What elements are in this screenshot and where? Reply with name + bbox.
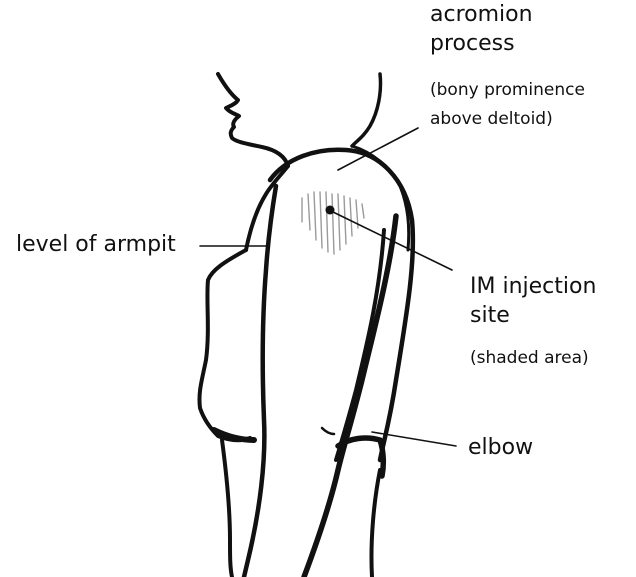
acromion-note: (bony prominence above deltoid) [430,76,585,134]
elbow-crease [338,438,383,476]
face-profile [218,74,288,166]
injection-site-label: IM injection site [470,272,596,330]
injection-leader [333,212,452,270]
deltoid-outline [270,150,413,460]
acromion-title-line-2: process [430,29,533,58]
injection-title-line-1: IM injection [470,272,596,301]
arm-inner-contour [336,230,384,460]
elbow-label: elbow [468,433,533,462]
acromion-label: acromion process [430,0,533,58]
injection-site-note: (shaded area) [470,344,589,373]
elbow-tick [322,428,334,434]
injection-point-dot [326,206,335,215]
acromion-note-line-2: above deltoid) [430,105,585,134]
injection-title-line-2: site [470,301,596,330]
armpit-label: level of armpit [16,230,176,259]
torso-front [199,250,250,440]
back-of-neck [352,74,381,146]
upper-arm-back [304,216,396,577]
acromion-note-line-1: (bony prominence [430,76,585,105]
acromion-title-line-1: acromion [430,0,533,29]
torso-lower [222,440,232,577]
forearm-line [371,470,380,577]
